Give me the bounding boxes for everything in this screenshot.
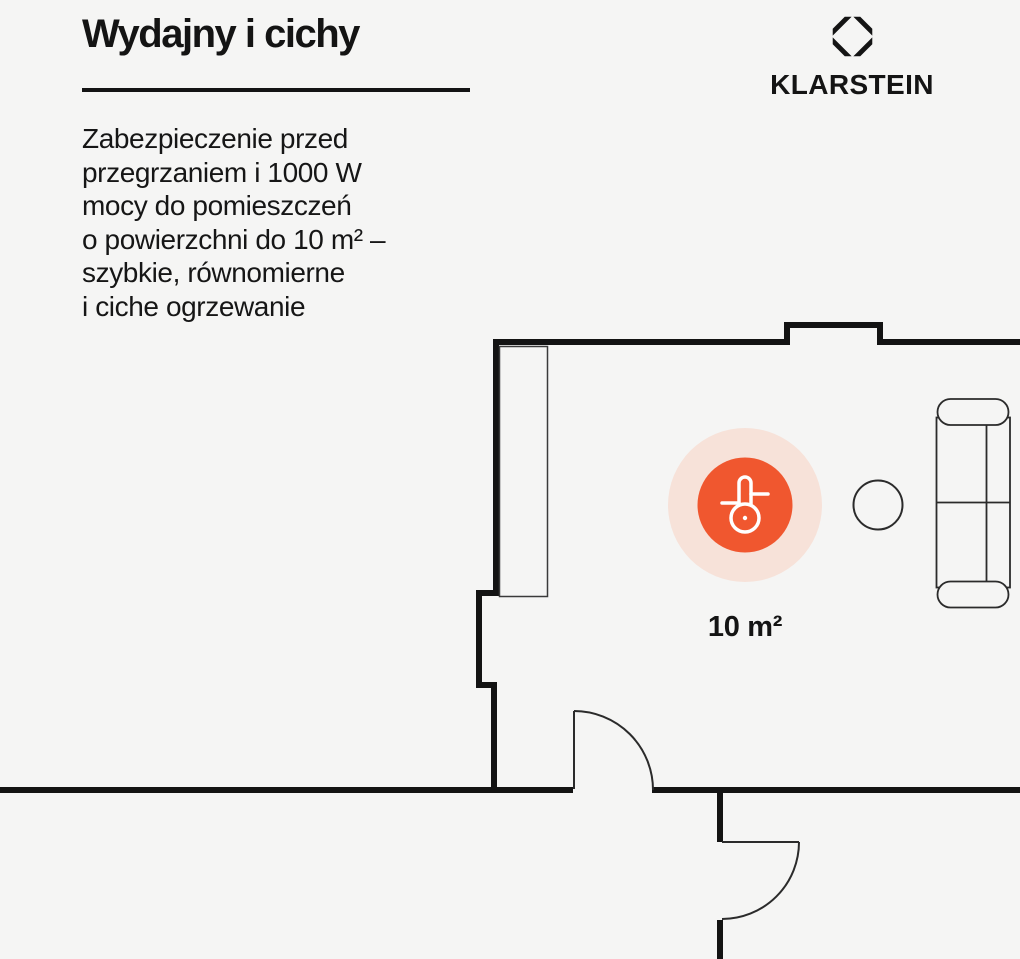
brand-logo: KLARSTEIN bbox=[763, 15, 941, 101]
wall-top-and-left bbox=[476, 322, 1020, 790]
brand-wordmark: KLARSTEIN bbox=[770, 69, 934, 100]
heater bbox=[668, 428, 822, 582]
door-bottom-swing-arc bbox=[573, 710, 654, 791]
wall-closet bbox=[498, 345, 549, 598]
title-underline bbox=[82, 88, 470, 92]
sofa-armrest-top bbox=[936, 398, 1010, 426]
page-description: Zabezpieczenie przed przegrzaniem i 1000… bbox=[82, 123, 386, 322]
room-walls bbox=[0, 322, 1020, 959]
door-lower-right-swing-arc bbox=[721, 841, 800, 920]
page-title: Wydajny i cichy bbox=[82, 12, 360, 56]
door-bottom bbox=[573, 710, 654, 791]
klarstein-octagon-diamond-icon bbox=[832, 16, 872, 57]
sofa bbox=[935, 398, 1011, 609]
door-lower-right bbox=[721, 841, 800, 920]
sofa-armrest-bottom bbox=[936, 580, 1010, 609]
room-area-label: 10 m² bbox=[707, 611, 783, 643]
side-table bbox=[852, 479, 904, 531]
thermometer-icon bbox=[720, 475, 770, 534]
